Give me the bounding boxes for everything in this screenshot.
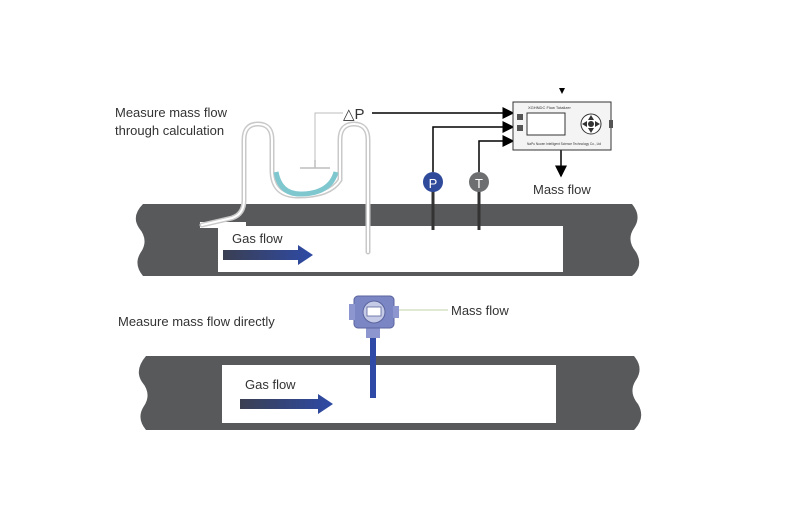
totalizer-footer: NaPu Nuoen Intelligent Science Technolog… <box>527 142 601 146</box>
p-signal-arrow <box>432 121 515 172</box>
bottom-pipe <box>138 356 642 430</box>
direct-caption: Measure mass flow directly <box>118 314 275 329</box>
manometer-inner <box>201 122 369 253</box>
totalizer-title: XGHNDC Flow Totalizer <box>528 105 571 110</box>
bottom-gas-flow-arrow <box>240 394 333 414</box>
top-marker-icon <box>559 88 565 94</box>
bottom-gas-flow-label: Gas flow <box>245 377 296 392</box>
dp-connector <box>314 112 343 160</box>
calc-caption-line1: Measure mass flow <box>115 105 228 120</box>
dp-label: △P <box>343 106 365 123</box>
pressure-sensor: P <box>423 172 443 230</box>
bottom-pipe-interior <box>222 365 556 423</box>
t-signal-arrow <box>478 135 515 172</box>
top-gas-flow-arrow <box>223 245 313 265</box>
manometer-fluid <box>273 171 339 197</box>
calc-caption-line2: through calculation <box>115 123 224 138</box>
top-pipe-interior <box>218 226 563 272</box>
top-gas-flow-label: Gas flow <box>232 231 283 246</box>
meter-mass-flow-label: Mass flow <box>451 303 509 318</box>
flow-totalizer: XGHNDC Flow Totalizer NaPu Nuoen Intelli… <box>512 101 613 151</box>
t-label: T <box>475 176 483 191</box>
mass-flow-meter <box>349 295 399 398</box>
top-pipe <box>135 204 640 276</box>
output-mass-flow-label: Mass flow <box>533 182 591 197</box>
totalizer-screen <box>526 112 566 136</box>
meter-display-icon <box>366 306 382 317</box>
temperature-sensor: T <box>469 172 489 230</box>
p-label: P <box>429 176 438 191</box>
